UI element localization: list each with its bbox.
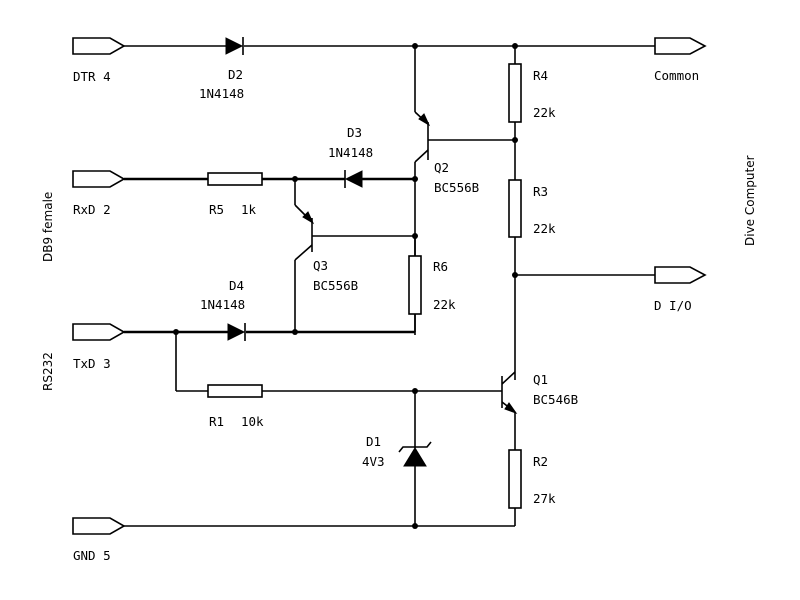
label-q3-value: BC556B — [313, 278, 358, 293]
label-q3-ref: Q3 — [313, 258, 328, 273]
resistor-r3 — [508, 179, 522, 238]
label-rxd: RxD 2 — [73, 202, 111, 217]
label-common: Common — [654, 68, 699, 83]
label-d1-value: 4V3 — [362, 454, 385, 469]
label-r2-value: 27k — [533, 491, 556, 506]
label-d2-ref: D2 — [228, 67, 243, 82]
label-q1-value: BC546B — [533, 392, 578, 407]
resistor-r4 — [508, 63, 522, 123]
diode-d4 — [227, 323, 246, 341]
zener-diode-d1 — [398, 441, 432, 467]
label-gnd: GND 5 — [73, 548, 111, 563]
connector-dio — [654, 266, 707, 284]
side-label-db9-female: DB9 female — [41, 192, 55, 262]
label-r5-ref: R5 — [209, 202, 224, 217]
connector-common — [654, 37, 707, 55]
label-d4-ref: D4 — [229, 278, 244, 293]
diode-d2 — [225, 37, 244, 55]
label-d1-ref: D1 — [366, 434, 381, 449]
q2-emitter-arrow — [418, 113, 431, 127]
wires — [124, 45, 655, 527]
connector-dtr — [72, 37, 126, 55]
q1-emitter-arrow — [504, 402, 518, 415]
resistor-r6 — [408, 255, 422, 315]
label-r1-ref: R1 — [209, 414, 224, 429]
diode-d3 — [344, 170, 363, 188]
label-r6-ref: R6 — [433, 259, 448, 274]
label-d4-value: 1N4148 — [200, 297, 245, 312]
label-txd: TxD 3 — [73, 356, 111, 371]
side-label-dive-computer: Dive Computer — [743, 155, 757, 246]
connector-gnd — [72, 517, 126, 535]
label-r2-ref: R2 — [533, 454, 548, 469]
label-d3-value: 1N4148 — [328, 145, 373, 160]
label-q2-value: BC556B — [434, 180, 479, 195]
resistor-r2 — [508, 449, 522, 509]
label-q1-ref: Q1 — [533, 372, 548, 387]
side-label-rs232: RS232 — [41, 352, 55, 391]
label-d3-ref: D3 — [347, 125, 362, 140]
label-r1-value: 10k — [241, 414, 264, 429]
label-r4-value: 22k — [533, 105, 556, 120]
connector-rxd — [72, 170, 126, 188]
label-r3-ref: R3 — [533, 184, 548, 199]
label-r6-value: 22k — [433, 297, 456, 312]
connector-txd — [72, 323, 126, 341]
label-r5-value: 1k — [241, 202, 257, 217]
label-d2-value: 1N4148 — [199, 86, 244, 101]
label-r4-ref: R4 — [533, 68, 548, 83]
q3-emitter-arrow — [302, 211, 315, 225]
label-dtr: DTR 4 — [73, 69, 111, 84]
resistor-r5 — [207, 172, 263, 186]
label-dio: D I/O — [654, 298, 692, 313]
label-q2-ref: Q2 — [434, 160, 449, 175]
label-r3-value: 22k — [533, 221, 556, 236]
junction-dots — [173, 43, 518, 529]
resistor-r1 — [207, 384, 263, 398]
